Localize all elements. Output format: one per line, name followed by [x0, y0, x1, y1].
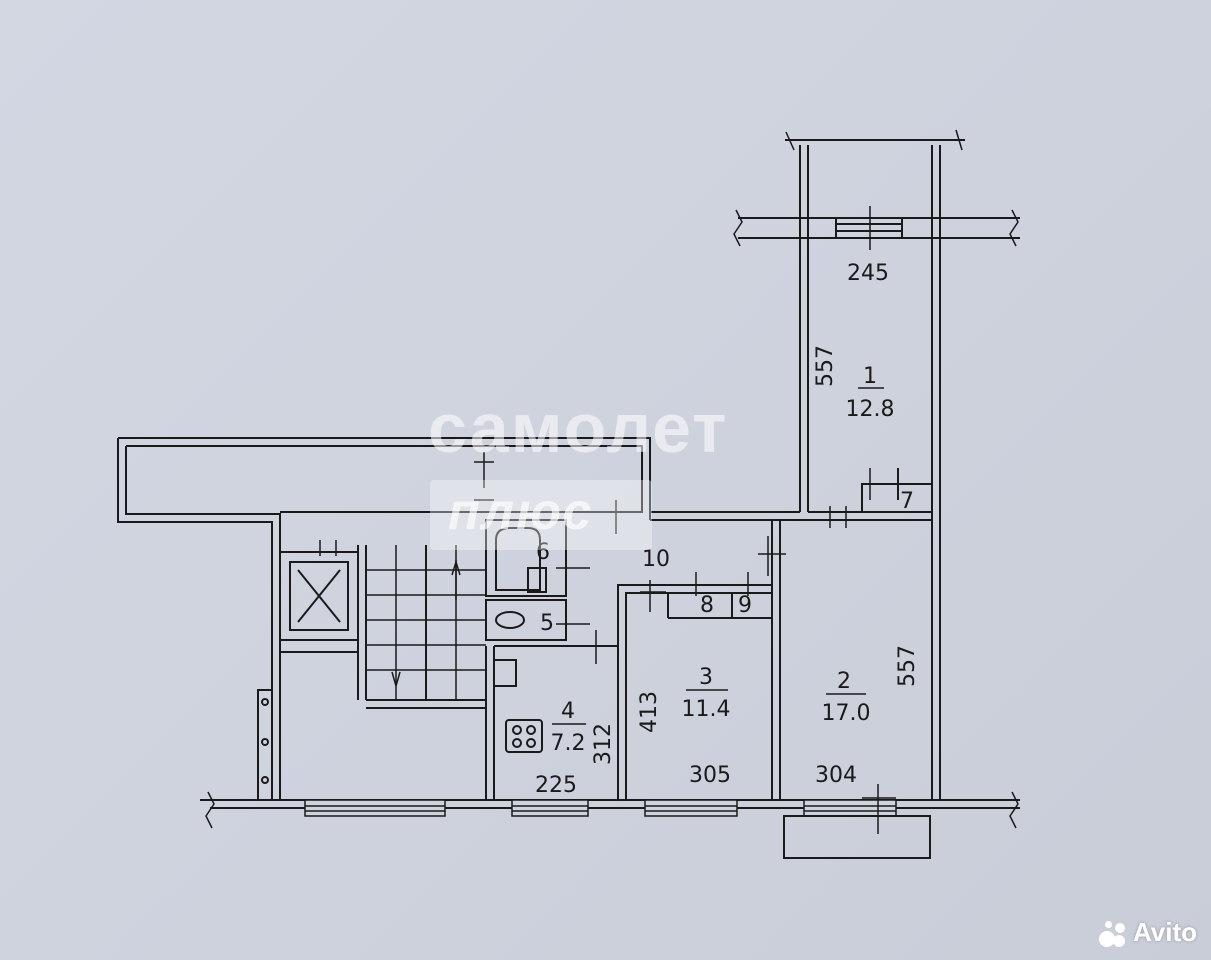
room-1-area: 12.8	[846, 397, 895, 422]
label-6: 6	[536, 540, 550, 565]
storage-left-wall	[117, 438, 273, 800]
dimension-labels: 245 557 557 304 305 413 225 312	[535, 261, 920, 798]
dim-room3-length: 413	[637, 691, 662, 733]
room-3-number: 3	[699, 665, 713, 690]
staircase	[366, 545, 486, 700]
dim-room4-length: 312	[591, 723, 616, 765]
room-labels: 1 12.8 2 17.0 3 11.4 4 7.2 5 6 7 8 9 10	[536, 364, 914, 756]
room-4-area: 7.2	[551, 731, 586, 756]
label-9: 9	[738, 593, 752, 618]
room-3-area: 11.4	[682, 697, 731, 722]
dim-room4-width: 225	[535, 773, 577, 798]
room-1-number: 1	[863, 364, 877, 389]
elevator-shaft	[279, 551, 359, 653]
label-10: 10	[642, 547, 670, 572]
dim-room1-width: 245	[847, 261, 889, 286]
avito-dots-icon	[1098, 919, 1127, 947]
room-2-number: 2	[837, 669, 851, 694]
avito-logo: Avito	[1098, 917, 1197, 948]
room-2-area: 17.0	[822, 701, 871, 726]
label-7: 7	[900, 489, 914, 514]
label-5: 5	[540, 611, 554, 636]
windows	[304, 799, 897, 817]
storage-top-wall	[118, 437, 651, 520]
watermark-sub: плюс	[448, 483, 594, 541]
avito-logo-text: Avito	[1132, 917, 1197, 947]
dim-room1-length: 557	[813, 345, 838, 387]
label-8: 8	[700, 593, 714, 618]
balcony-bottom	[783, 815, 931, 859]
dim-room2-length: 557	[895, 645, 920, 687]
door-marks	[319, 206, 896, 834]
watermark-sub-box	[430, 480, 652, 550]
break-marks	[205, 129, 1019, 829]
watermark-main: самолет	[428, 389, 729, 467]
room-4-number: 4	[561, 699, 575, 724]
dim-room2-width: 304	[815, 763, 857, 788]
dim-room3-width: 305	[689, 763, 731, 788]
